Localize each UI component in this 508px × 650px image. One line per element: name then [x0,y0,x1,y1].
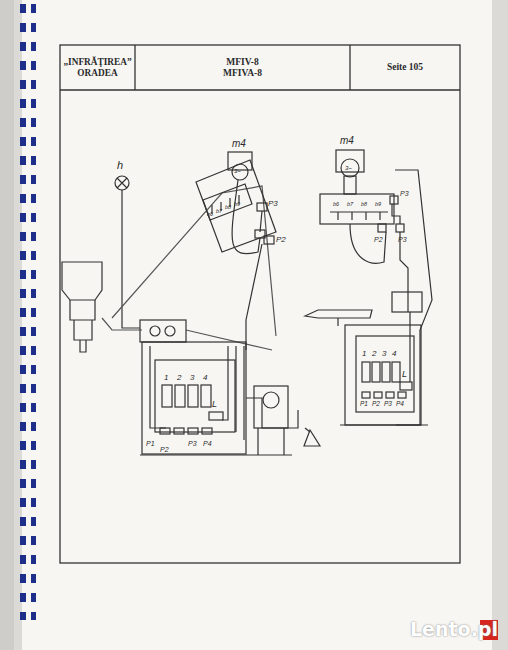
header-text: MFIV-8 [226,57,259,68]
callout-label: b6 [207,212,213,218]
callout-label: P3 [398,236,407,243]
callout-label: 4 [203,374,207,382]
header-text: MFIVA-8 [223,68,262,79]
callout-label: P4 [396,401,404,408]
callout-label: P3 [188,440,197,447]
header-cell: Seite 105 [350,45,460,90]
header-cell: MFIV-8MFIVA-8 [135,45,350,90]
callout-label: m4 [232,139,246,149]
callout-label: P4 [203,440,212,447]
watermark: Lento.pl [410,620,498,639]
callout-label: P1 [146,440,155,447]
callout-label: 3 [382,350,386,358]
callout-label: 1 [362,350,366,358]
callout-label: 2 [177,374,181,382]
callout-label: 1 [164,374,168,382]
callout-label: P3 [268,200,278,208]
callout-label: 3 [190,374,194,382]
callout-label: 4 [392,350,396,358]
header-text: „INFRĂŢIREA” ORADEA [63,57,132,78]
callout-label: b9 [234,202,240,208]
callout-label: P2 [160,446,169,453]
callout-label: P3 [400,190,409,197]
header-cell: „INFRĂŢIREA” ORADEA [60,45,135,90]
callout-label: b7 [347,202,353,208]
callout-label: 3~ [234,168,241,174]
callout-label: L [402,370,407,379]
callout-label: b8 [361,202,367,208]
callout-label: b6 [333,202,339,208]
callout-label: b8 [225,205,231,211]
callout-label: h [117,160,123,171]
callout-label: m4 [340,136,354,146]
callout-label: 3~ [345,165,352,171]
callout-label: P1 [360,401,368,408]
callout-label: 2 [372,350,376,358]
callout-label: L [212,400,217,409]
callout-label: P2 [276,236,286,244]
callout-label: P2 [374,236,383,243]
callout-label: b7 [216,209,222,215]
callout-label: P2 [372,401,380,408]
header-text: Seite 105 [387,62,423,73]
callout-label: P3 [384,401,392,408]
callout-label: b9 [375,202,381,208]
